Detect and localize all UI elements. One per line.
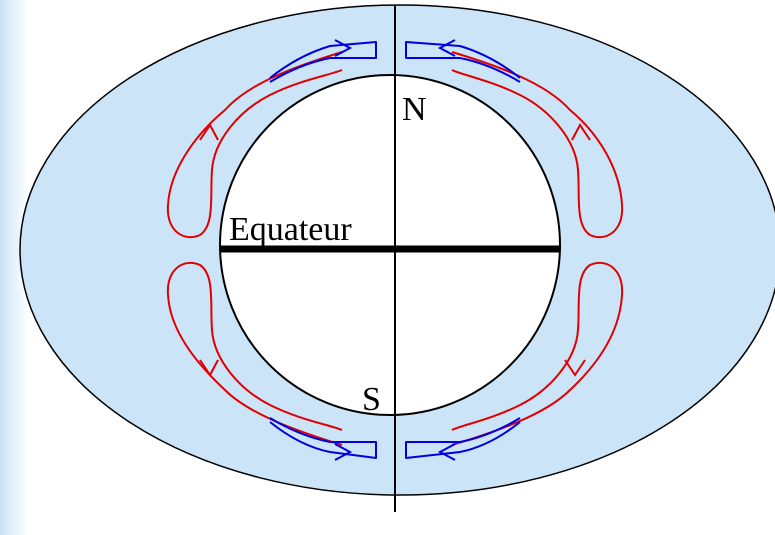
loop-lower-right-red [451,261,624,446]
arrow-lower-left-red [199,359,219,377]
loop-upper-left-red [166,51,343,239]
equator-label: Equateur [229,211,352,248]
loop-upper-right-red [451,51,624,239]
arrow-lower-left-blue [334,443,353,461]
arrow-upper-right-red [571,123,591,141]
loop-upper-left-blue [269,41,377,83]
arrow-lower-right-blue [437,443,456,461]
south-label: S [362,381,381,418]
north-label: N [402,91,427,128]
loop-lower-right-blue [405,417,521,459]
loop-lower-left-red [166,261,343,446]
loop-upper-right-blue [405,41,521,83]
arrow-lower-right-red [564,359,586,377]
loop-lower-left-blue [269,417,377,459]
arrow-upper-right-blue [437,39,456,57]
arrow-upper-left-blue [334,39,353,57]
planet-disc [219,74,561,416]
arrow-upper-left-red [199,123,219,141]
